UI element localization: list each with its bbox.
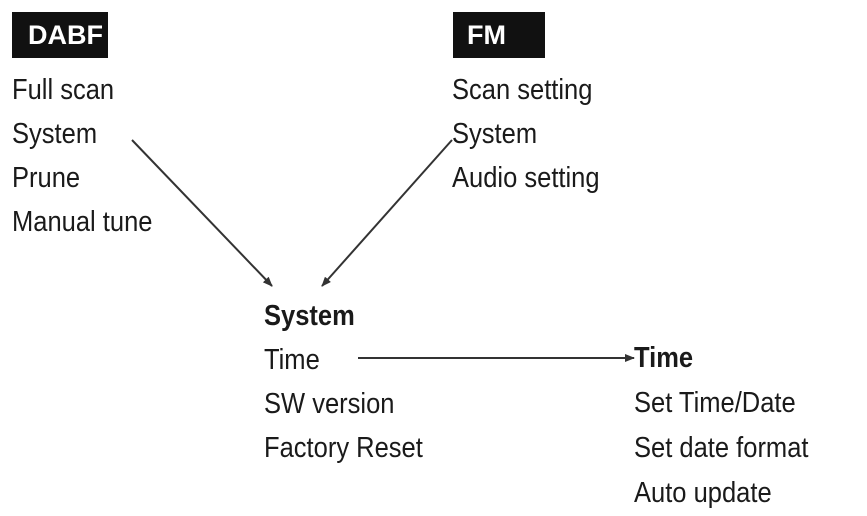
fm-menu-item-scan-setting: Scan setting bbox=[452, 74, 593, 106]
system-menu-item-time: Time bbox=[264, 344, 320, 376]
time-menu: Time Set Time/Date Set date format Auto … bbox=[634, 336, 832, 516]
system-menu-item-sw-version: SW version bbox=[264, 388, 395, 420]
fm-menu: Scan setting System Audio setting bbox=[452, 68, 620, 200]
dab-menu-item-manual-tune: Manual tune bbox=[12, 206, 153, 238]
fm-mode-badge: FM bbox=[453, 12, 545, 58]
time-menu-item-set-time-date: Set Time/Date bbox=[634, 387, 796, 419]
system-menu-title: System bbox=[264, 300, 355, 332]
system-menu: System Time SW version Factory Reset bbox=[264, 294, 445, 470]
fm-menu-item-system: System bbox=[452, 118, 538, 150]
dab-menu: Full scan System Prune Manual tune bbox=[12, 68, 172, 244]
dab-menu-item-system: System bbox=[12, 118, 98, 150]
fm-mode-label: FM bbox=[467, 20, 506, 50]
time-menu-title: Time bbox=[634, 342, 694, 374]
fm-menu-item-audio-setting: Audio setting bbox=[452, 162, 600, 194]
dab-mode-badge: DABF bbox=[12, 12, 108, 58]
dab-menu-item-prune: Prune bbox=[12, 162, 81, 194]
arrow-fm-system-to-system-menu bbox=[321, 139, 453, 287]
dab-mode-label: DABF bbox=[28, 20, 103, 50]
time-menu-item-set-date-format: Set date format bbox=[634, 432, 809, 464]
time-menu-item-auto-update: Auto update bbox=[634, 477, 772, 509]
system-menu-item-factory-reset: Factory Reset bbox=[264, 432, 423, 464]
dab-menu-item-full-scan: Full scan bbox=[12, 74, 115, 106]
